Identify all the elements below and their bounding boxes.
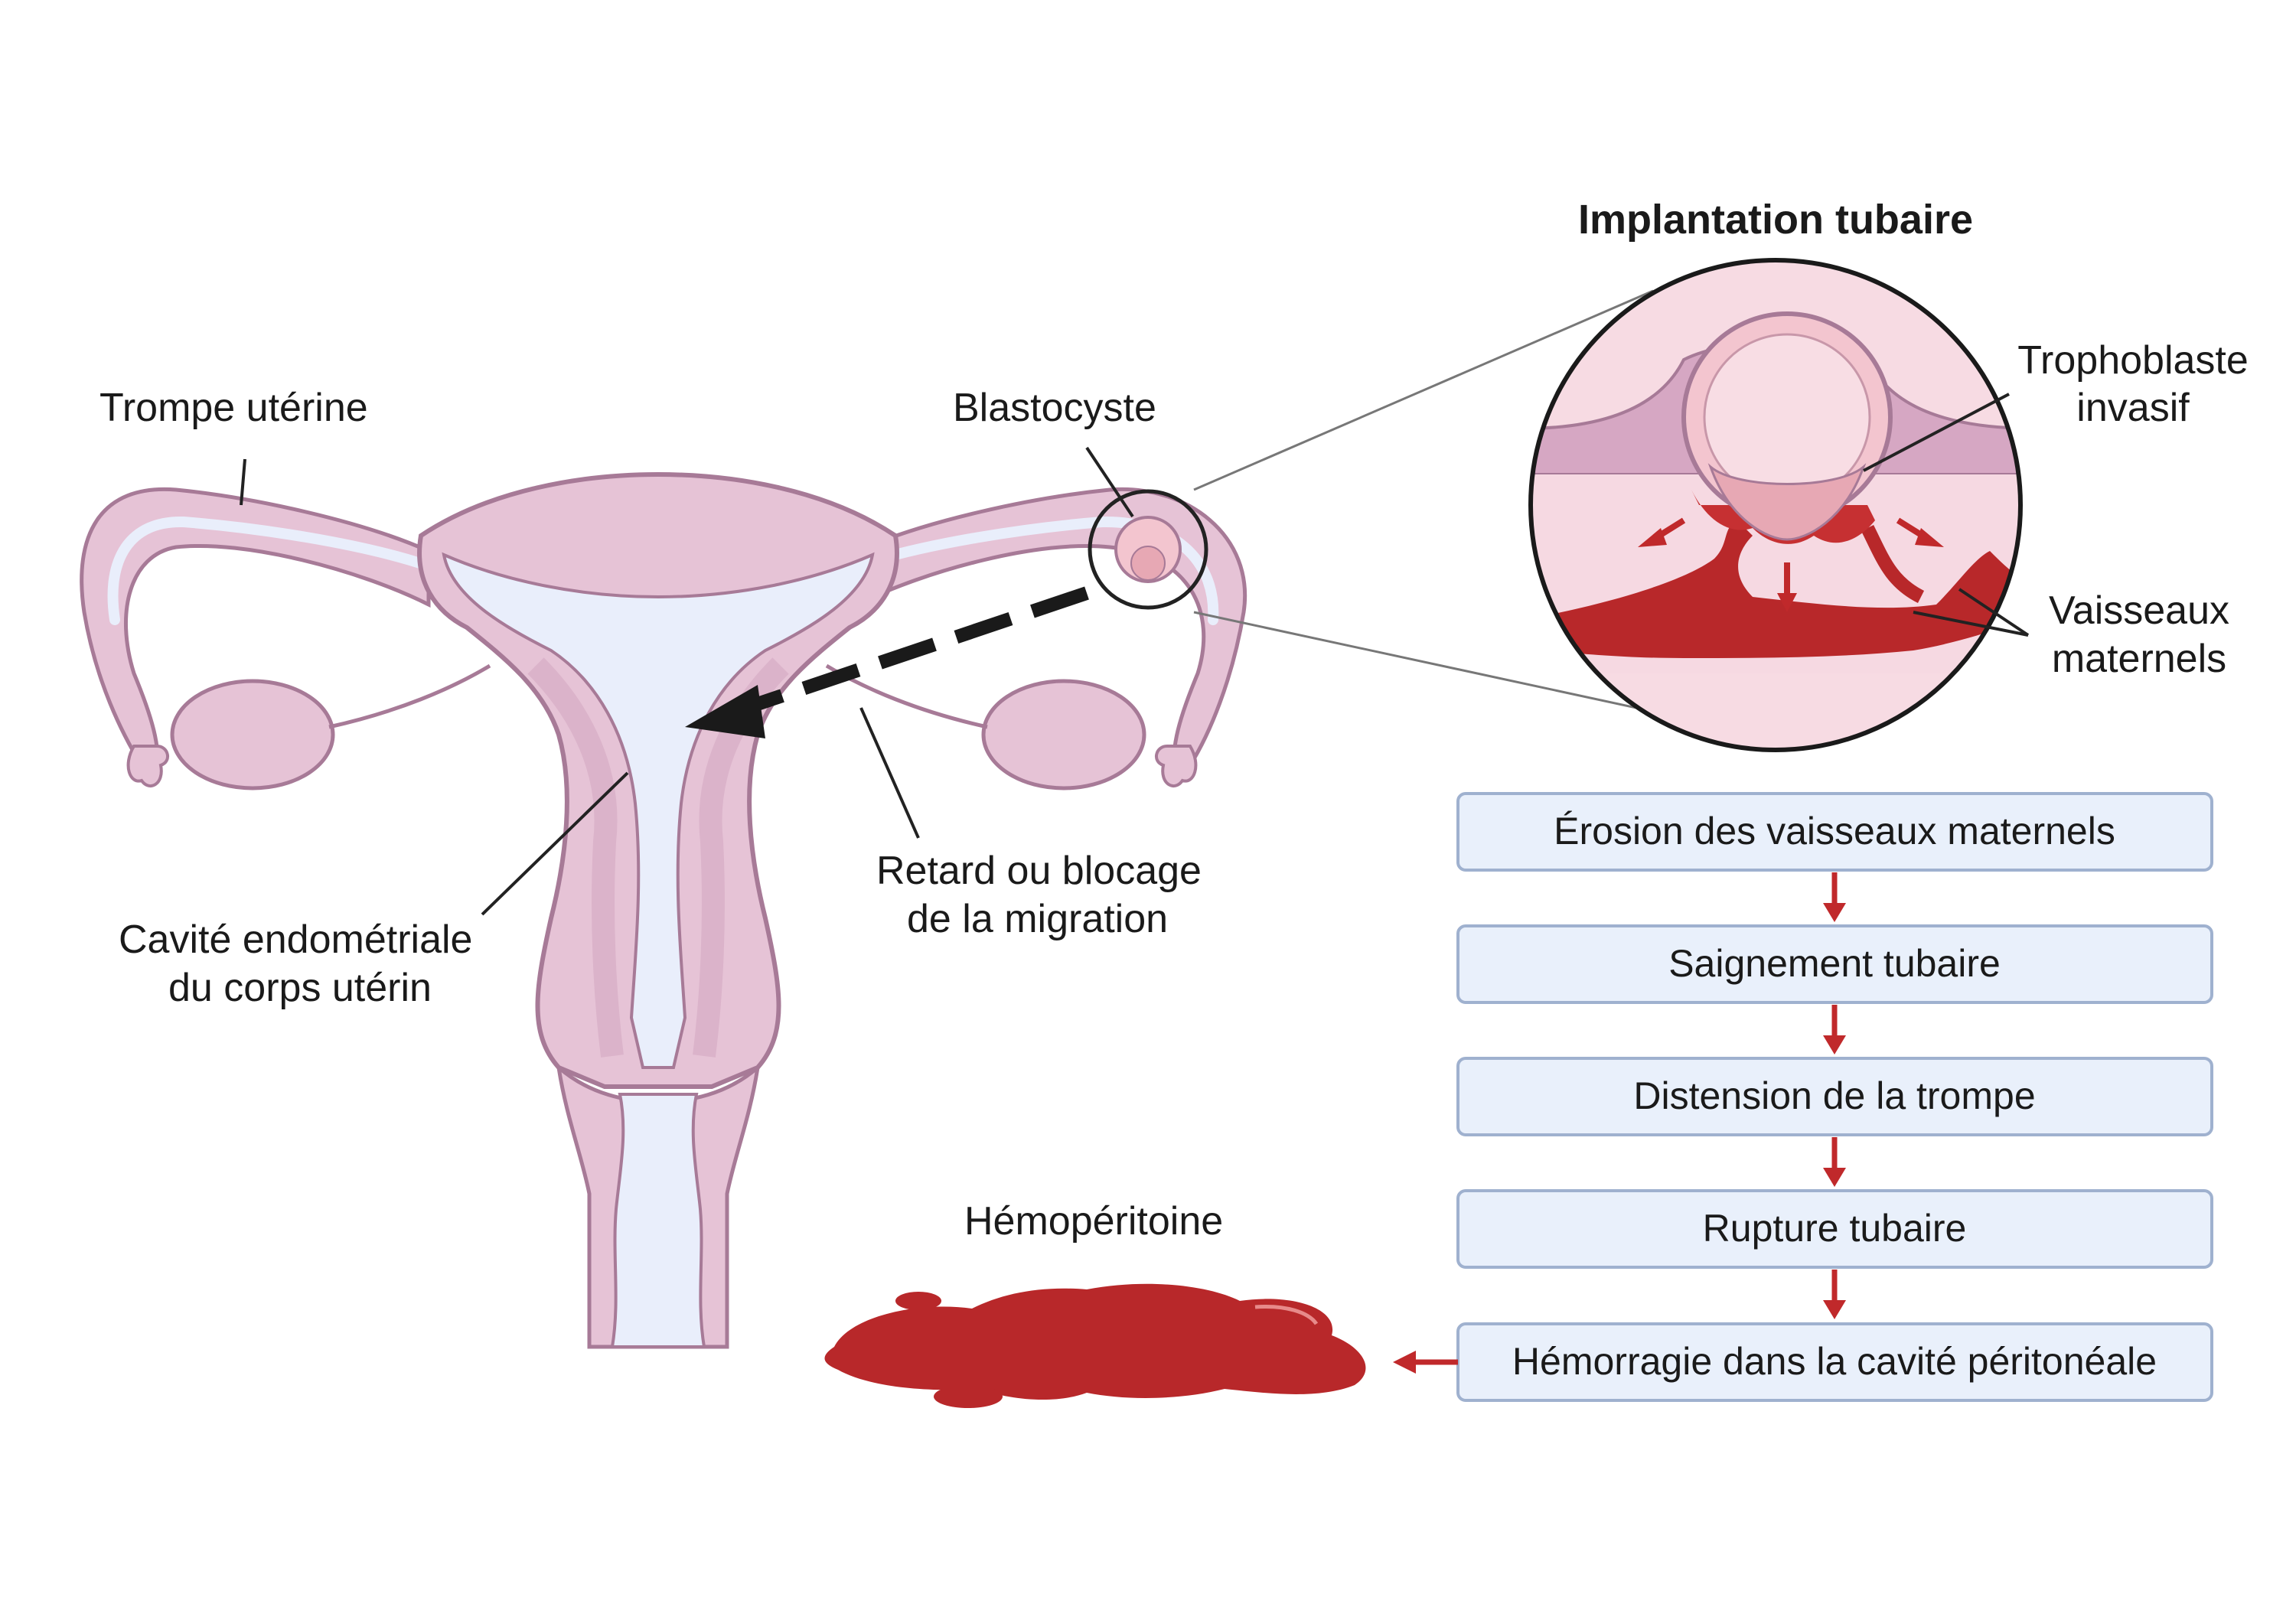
label-blastocyste: Blastocyste: [953, 386, 1156, 430]
flow-step-label: Distension de la trompe: [1633, 1074, 2035, 1117]
pathophysiology-flow: Érosion des vaisseaux maternels Saigneme…: [1393, 792, 2213, 1402]
leader-cavite: [481, 771, 629, 916]
leader-vaisseaux-1: [1958, 588, 2030, 637]
flow-step: Hémorragie dans la cavité péritonéale: [1456, 1322, 2213, 1402]
blastocyst-in-tube: [1088, 489, 1208, 610]
label-trophoblaste-line1: Trophoblaste: [2017, 338, 2249, 383]
flow-step-label: Saignement tubaire: [1668, 942, 2001, 985]
flow-step: Saignement tubaire: [1456, 924, 2213, 1004]
cervical-canal: [610, 1093, 706, 1348]
left-ovary: [170, 679, 335, 790]
tubal-implantation-inset: [1528, 258, 2023, 752]
flow-arrow: [1823, 1005, 1846, 1054]
label-retard-line1: Retard ou blocage: [876, 849, 1202, 893]
uterus-illustration: [80, 471, 1247, 1349]
label-vaisseaux-line1: Vaisseaux: [2049, 588, 2229, 633]
label-cavite-line2: du corps utérin: [168, 966, 432, 1010]
flow-step: Rupture tubaire: [1456, 1189, 2213, 1269]
flow-arrow: [1823, 872, 1846, 922]
leader-vaisseaux-2: [1913, 611, 2029, 637]
label-vaisseaux-line2: maternels: [2052, 637, 2226, 681]
arrow-to-hemoperitoine: [1393, 1351, 1458, 1374]
leader-trompe: [240, 458, 246, 506]
flow-step-label: Érosion des vaisseaux maternels: [1554, 810, 2115, 852]
migration-arrow: [685, 586, 1089, 738]
leader-trophoblaste: [1863, 393, 2010, 472]
endometrial-cavity: [442, 552, 875, 1069]
flow-arrow: [1823, 1270, 1846, 1319]
flow-step-label: Rupture tubaire: [1703, 1207, 1967, 1250]
label-hemoperitoine: Hémopéritoine: [964, 1199, 1223, 1244]
zoom-line-top: [1193, 289, 1654, 491]
inset-title: Implantation tubaire: [1578, 197, 1973, 243]
label-retard-line2: de la migration: [907, 897, 1168, 941]
right-ovary: [981, 679, 1146, 790]
flow-step: Érosion des vaisseaux maternels: [1456, 792, 2213, 872]
label-cavite-line1: Cavité endométriale: [119, 918, 472, 962]
label-trophoblaste-line2: invasif: [2076, 386, 2190, 430]
flow-arrow: [1823, 1137, 1846, 1187]
flow-step: Distension de la trompe: [1456, 1057, 2213, 1136]
maternal-vessel: [1531, 520, 2020, 658]
leader-blastocyste: [1085, 446, 1134, 518]
flow-step-label: Hémorragie dans la cavité péritonéale: [1512, 1340, 2157, 1383]
blood-pool: [824, 1283, 1366, 1408]
label-trompe: Trompe utérine: [99, 386, 368, 430]
leader-retard: [859, 707, 920, 839]
